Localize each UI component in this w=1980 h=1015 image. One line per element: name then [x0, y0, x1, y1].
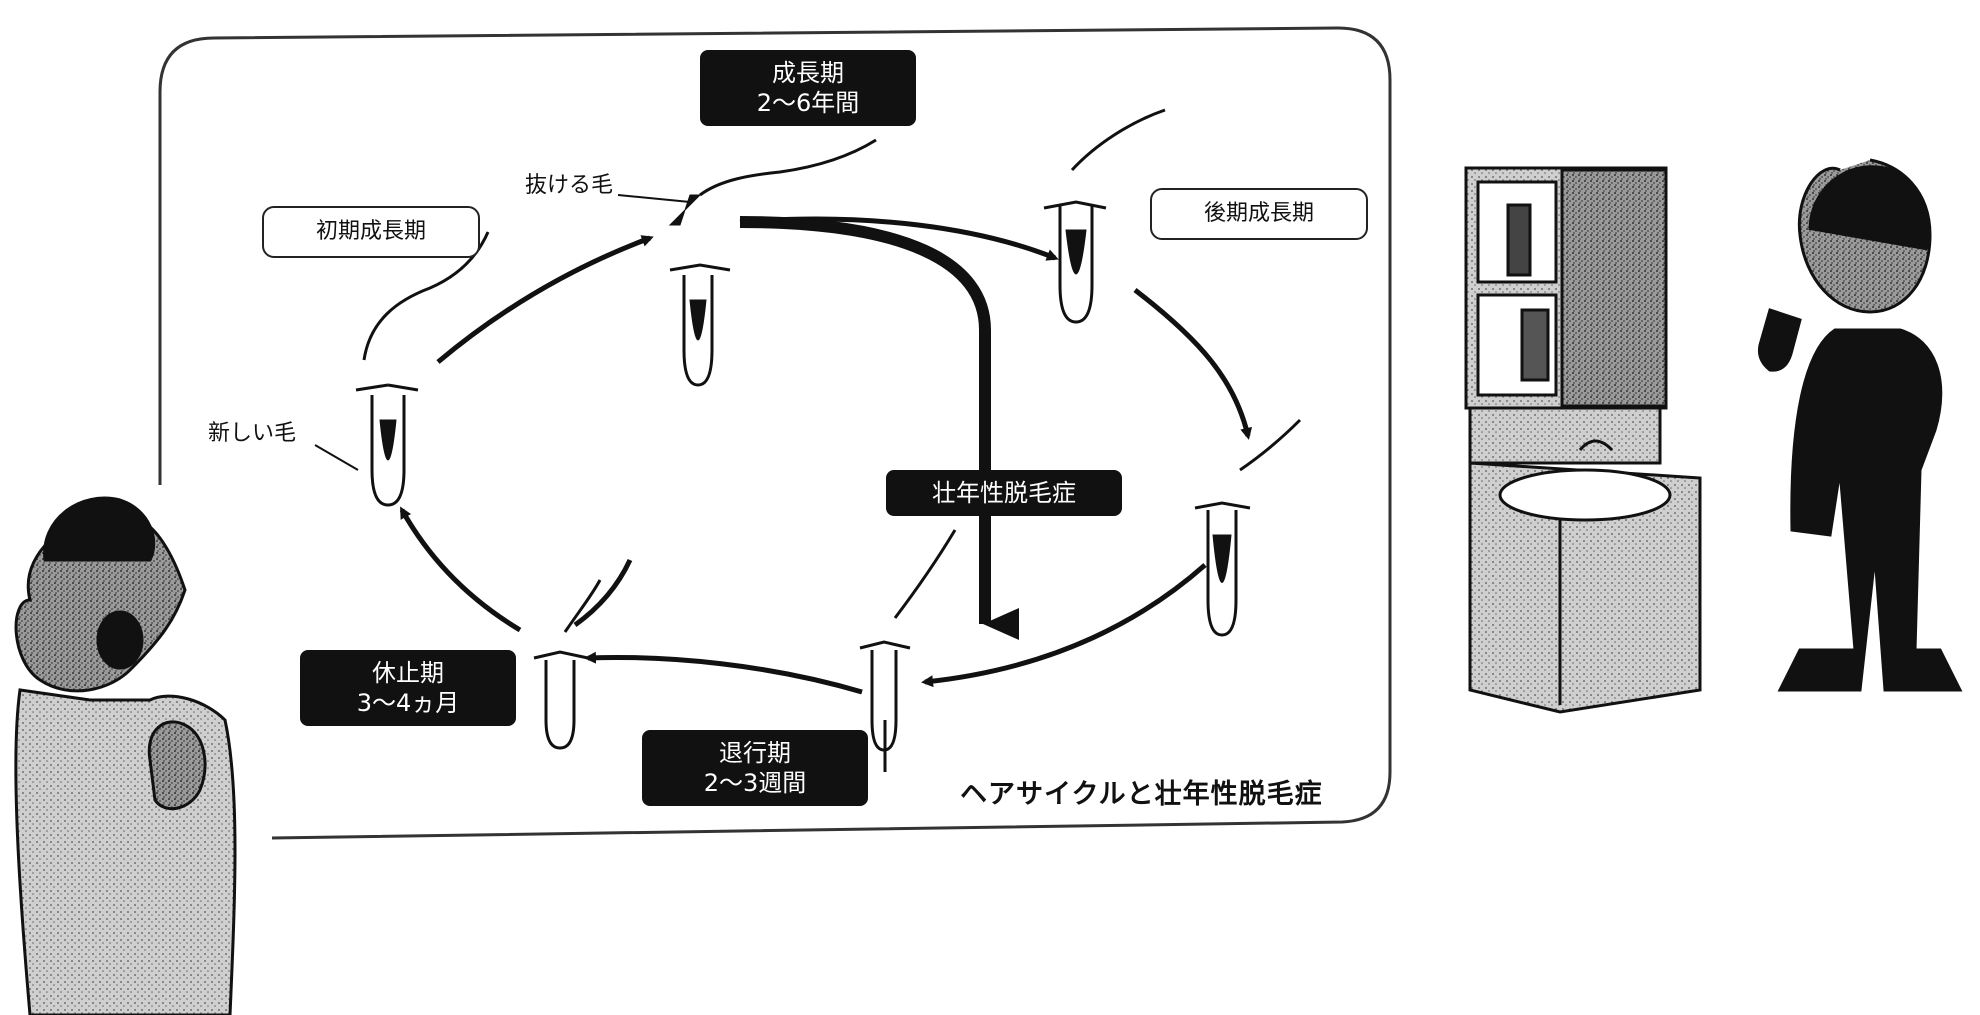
leader-lines: [314, 194, 691, 471]
stage-label-early-anagen: 初期成長期: [262, 206, 480, 258]
label-aga: 壮年性脱毛症: [886, 470, 1122, 516]
cycle-arrows: [399, 216, 1253, 695]
man-with-phone-illustration: [1758, 158, 1963, 692]
label-new-hair: 新しい毛: [208, 421, 297, 446]
stage-label-telogen: 休止期 3～4ヵ月: [300, 650, 516, 726]
diagram-frame: [158, 26, 1392, 840]
label-shedding-hair: 抜ける毛: [525, 173, 614, 198]
aga-shortcut-arrow: [739, 216, 1019, 640]
hair-follicle-icons: [355, 108, 1302, 772]
man-cheering-illustration: [14, 496, 237, 1015]
stage-label-catagen: 退行期 2～3週間: [642, 730, 868, 806]
vanity-illustration: [1464, 166, 1702, 714]
stage-label-late-anagen: 後期成長期: [1150, 188, 1368, 240]
diagram-caption: ヘアサイクルと壮年性脱毛症: [960, 779, 1323, 810]
stage-label-anagen: 成長期 2～6年間: [700, 50, 916, 126]
